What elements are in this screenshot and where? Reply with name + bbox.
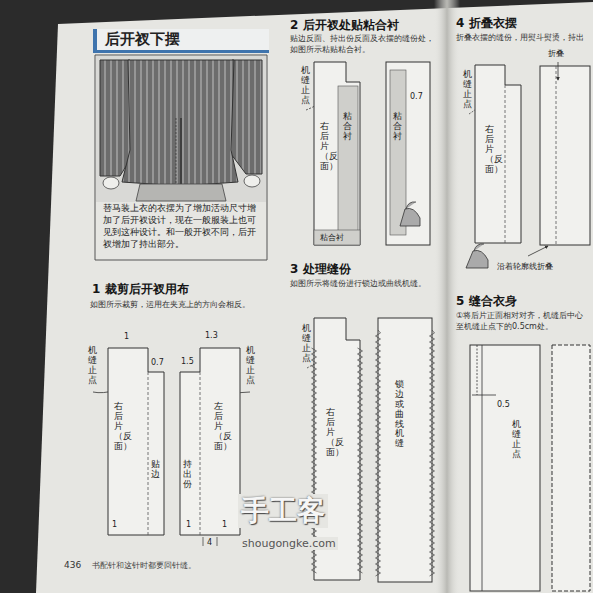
pattern-piece xyxy=(470,345,540,591)
finish-label: 锁边或曲线机缝 xyxy=(395,380,404,449)
piece-outline xyxy=(100,342,166,537)
iron-icon xyxy=(466,244,488,268)
overlock-stitch xyxy=(430,330,435,576)
caption-text: 替马装上衣的衣摆为了增加活动尺寸增加了后开衩设计，现在一般服装上也可见到这种设计… xyxy=(103,203,259,251)
dimension: 1 xyxy=(124,332,129,342)
stop-point-label: 机缝止点 xyxy=(301,66,310,106)
fold-line xyxy=(200,372,201,535)
interfacing-strip xyxy=(338,86,358,231)
watermark: 手工客 xyxy=(238,494,328,528)
stop-point-label: 机缝止点 xyxy=(512,420,521,460)
dimension: 1 xyxy=(222,520,227,530)
part-label: 贴边 xyxy=(151,460,160,480)
part-label: 持出份 xyxy=(183,460,192,490)
overlock-stitch xyxy=(376,330,381,576)
illustration-ground xyxy=(96,56,266,202)
step-note: 贴边反面、持出份反面及衣摆的缝份处，如图所示粘贴粘合衬。 xyxy=(290,34,438,56)
piece-outline xyxy=(465,65,527,245)
pattern-piece xyxy=(378,318,432,582)
interfacing-label: 粘合衬 xyxy=(343,112,352,142)
dimension: 1.5 xyxy=(181,357,194,367)
stop-point-label: 机缝止点 xyxy=(246,346,255,386)
dimension: 0.7 xyxy=(410,92,423,102)
dimension: 0.5 xyxy=(497,400,510,410)
footer-note: 书配针和这针时都要回针缝。 xyxy=(92,561,282,571)
book-page xyxy=(36,2,593,593)
pattern-piece: 右后片（反面） 贴边 xyxy=(100,342,166,537)
stop-point-label: 机缝止点 xyxy=(88,346,97,386)
step-note: 折叠衣摆的缝份，用熨斗熨烫，持出 xyxy=(456,33,590,44)
outline xyxy=(180,348,240,535)
step-note: ①将后片正面相对对齐，机缝后中心至机缝止点下的0.5cm处。 xyxy=(456,311,590,333)
stop-mark xyxy=(472,395,496,396)
interfacing-strip xyxy=(390,70,406,235)
overlock-stitch xyxy=(358,348,363,573)
seam-line xyxy=(482,345,483,591)
step-note: 如图所示将缝份进行锁边或曲线机缝。 xyxy=(290,279,438,290)
outline xyxy=(475,65,521,243)
part-label: 右后片（反面） xyxy=(326,408,335,457)
dimension: 1 xyxy=(186,520,191,530)
pattern-piece xyxy=(540,66,590,245)
leader-line xyxy=(528,246,548,256)
section-title: 后开衩下摆 xyxy=(93,29,269,53)
dimension: 1 xyxy=(112,520,117,530)
interfacing-label: 粘合衬 xyxy=(393,112,402,142)
fold-line xyxy=(505,85,506,243)
iron-icon xyxy=(400,202,420,226)
jacket-body xyxy=(122,60,238,186)
stop-point-label: 机缝止点 xyxy=(463,70,472,110)
pattern-piece xyxy=(552,345,590,591)
fold-line xyxy=(556,66,557,245)
hand xyxy=(103,177,119,189)
step-heading: 1 裁剪后开衩用布 xyxy=(92,282,189,296)
page-number: 436 xyxy=(64,560,81,570)
hand xyxy=(244,175,260,187)
stop-point-label: 机缝止点 xyxy=(302,324,311,364)
step-heading: 3 处理缝份 xyxy=(290,262,351,276)
part-label: 右后片（反面） xyxy=(485,125,494,174)
fold-label: 沿着轮廓线折叠 xyxy=(497,262,553,272)
part-label: 右后片（反面） xyxy=(320,122,329,171)
step-heading: 2 后开衩处贴粘合衬 xyxy=(290,18,399,32)
interfacing-strip xyxy=(314,230,360,245)
step-heading: 4 折叠衣摆 xyxy=(456,16,517,30)
dimension: 0.7 xyxy=(151,358,164,368)
outline xyxy=(108,348,164,535)
piece-outline xyxy=(178,342,244,537)
fold-arrow xyxy=(558,62,559,80)
outline xyxy=(95,55,267,260)
step-heading: 5 缝合衣身 xyxy=(456,294,517,308)
stitch-line xyxy=(477,345,478,395)
step-note: 如图所示裁剪，运用在夹克上的方向会相反。 xyxy=(90,300,270,311)
outline xyxy=(314,62,360,245)
pattern-piece xyxy=(386,62,430,245)
pattern-piece: 右后片（反面） xyxy=(465,65,527,245)
illustration-panel: 替马装上衣的衣摆为了增加活动尺寸增加了后开衩设计，现在一般服装上也可见到这种设计… xyxy=(95,55,267,260)
dimension: 4 xyxy=(207,538,212,548)
part-label: 左后片（反面） xyxy=(214,402,223,451)
vent-stitch xyxy=(176,118,177,186)
jacket-illustration xyxy=(96,56,266,202)
fold-line xyxy=(148,372,149,535)
back-vent-line xyxy=(180,118,181,186)
interfacing-label: 粘合衬 xyxy=(320,233,344,243)
skirt xyxy=(136,184,226,201)
dimension: 1.3 xyxy=(205,331,218,341)
pattern-piece: 左后片（反面） 持出份 xyxy=(178,342,244,537)
fold-label: 折叠 xyxy=(548,49,564,59)
part-label: 右后片（反面） xyxy=(114,402,123,451)
watermark-url: shougongke.com xyxy=(240,537,338,550)
